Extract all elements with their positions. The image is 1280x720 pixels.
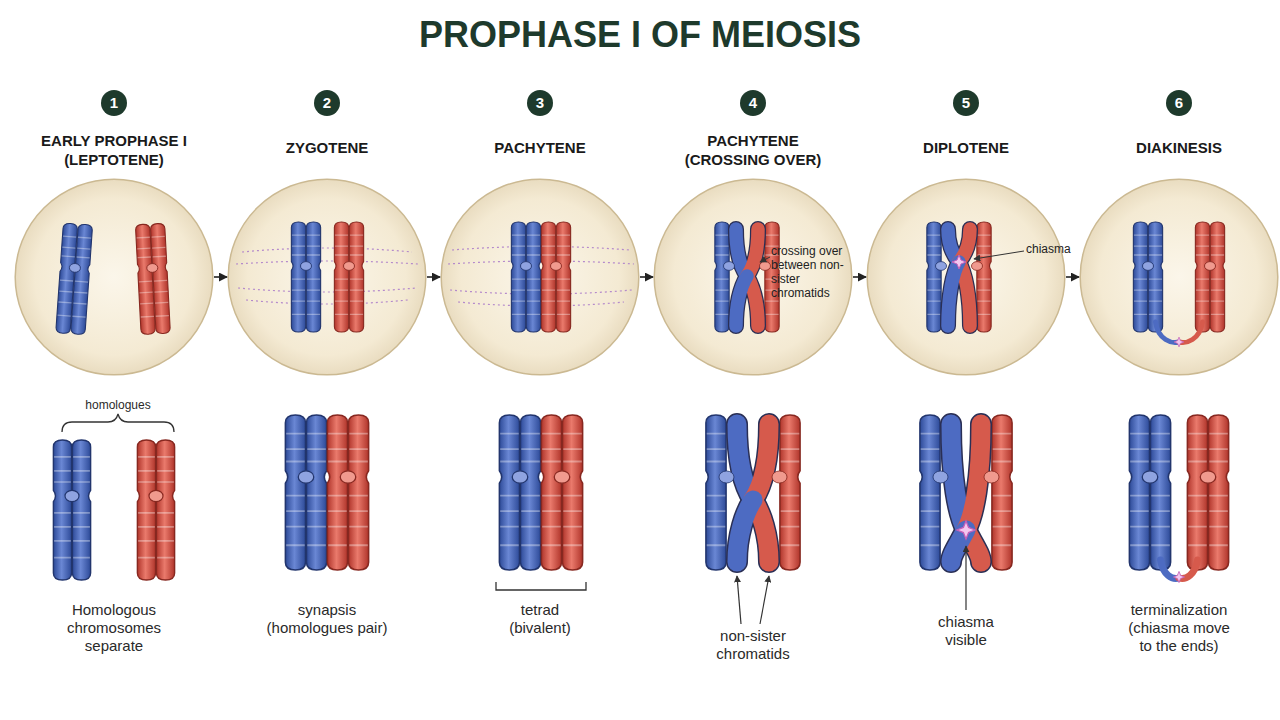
pointer-arrow (965, 546, 966, 610)
red-chromosome (334, 222, 363, 332)
blue-chromosome (53, 440, 90, 580)
stage-heading: DIAKINESIS (1079, 138, 1279, 157)
stage-caption: Homologous chromosomes separate (54, 601, 174, 655)
crossing-chromatids (737, 424, 769, 562)
tetrad-bracket (496, 582, 586, 590)
chiasma-mark (957, 521, 975, 539)
blue-chromosome (285, 415, 326, 570)
annotation-label: homologues (63, 396, 173, 414)
centromere (933, 471, 948, 483)
blue-chromatid (920, 415, 940, 570)
red-chromosome (1195, 222, 1224, 332)
callout-number: 3 (527, 90, 553, 116)
red-chromosome (1187, 415, 1228, 570)
blue-chromatid (927, 222, 941, 332)
callout-text: crossing over between non-sister chromat… (771, 244, 857, 300)
progression-arrow (427, 276, 440, 278)
red-chromatid (966, 424, 981, 530)
red-chromatid (753, 424, 769, 500)
stage-cell: ZYGOTENE (227, 178, 427, 376)
stage-heading: PACHYTENE (CROSSING OVER) (668, 131, 838, 169)
callout-number: 4 (740, 90, 766, 116)
centromere (984, 471, 999, 483)
callout-number: 6 (1166, 90, 1192, 116)
stage-heading: PACHYTENE (440, 138, 640, 157)
red-chromosome (135, 223, 170, 334)
centromere (772, 471, 787, 483)
progression-arrow (853, 276, 866, 278)
blue-chromosome (1133, 222, 1162, 332)
chromatid-outline (966, 424, 981, 530)
centromere (936, 262, 947, 271)
cell-membrane (228, 179, 426, 375)
cell-membrane (654, 179, 852, 375)
stage-heading: EARLY PROPHASE I (LEPTOTENE) (29, 131, 199, 169)
centromere (972, 262, 983, 271)
crossing-chromatids (951, 424, 981, 562)
centromere (719, 471, 734, 483)
blue-chromosome (1129, 415, 1170, 570)
blue-chromatid (715, 222, 729, 332)
cell-membrane (441, 179, 639, 375)
blue-chromatid (706, 415, 726, 570)
red-chromatid (780, 415, 800, 570)
progression-arrow (1066, 276, 1079, 278)
annotation-label: non-sister chromatids (708, 627, 798, 663)
stage-cell: EARLY PROPHASE I (LEPTOTENE) (14, 178, 214, 376)
cell-outline (14, 178, 214, 376)
red-chromosome (327, 415, 368, 570)
pointer-arrow (737, 576, 741, 624)
red-chromosome (137, 440, 174, 580)
leader-arrow (760, 257, 770, 262)
callout-number: 5 (953, 90, 979, 116)
centromere (760, 262, 771, 271)
red-chromosome (541, 222, 570, 332)
blue-chromosome (511, 222, 540, 332)
stage-heading: DIPLOTENE (866, 138, 1066, 157)
pointer-arrow (760, 576, 769, 624)
diagram-title: PROPHASE I OF MEIOSIS (0, 14, 1280, 56)
stage-caption: tetrad (bivalent) (500, 601, 580, 637)
callout-number: 1 (101, 90, 127, 116)
stage-heading: ZYGOTENE (227, 138, 427, 157)
chromatid-outline (951, 424, 981, 562)
cell-membrane (15, 179, 213, 375)
stage-caption: synapsis (homologues pair) (263, 601, 391, 637)
blue-chromatid (737, 500, 753, 562)
stage-caption: terminalization (chiasma move to the end… (1124, 601, 1234, 655)
blue-chromosome (499, 415, 540, 570)
chromatid-outline (737, 424, 769, 562)
cell-membrane (867, 179, 1065, 375)
chiasma-mark (952, 255, 966, 269)
chromatid-outline (753, 424, 769, 500)
blue-chromosome (291, 222, 320, 332)
chiasma-mark (1173, 571, 1184, 582)
stage-caption: chiasma visible (929, 613, 1004, 649)
red-chromatid (992, 415, 1012, 570)
progression-arrow (640, 276, 653, 278)
progression-arrow (214, 276, 227, 278)
homologue-bracket (62, 414, 174, 432)
cell-outline (227, 178, 427, 376)
callout-number: 2 (314, 90, 340, 116)
red-chromatid (977, 222, 991, 332)
centromere (724, 262, 735, 271)
red-chromosome (541, 415, 582, 570)
chromatid-outline (737, 500, 753, 562)
cell-membrane (1080, 179, 1278, 375)
callout-text: chiasma (1026, 242, 1086, 256)
